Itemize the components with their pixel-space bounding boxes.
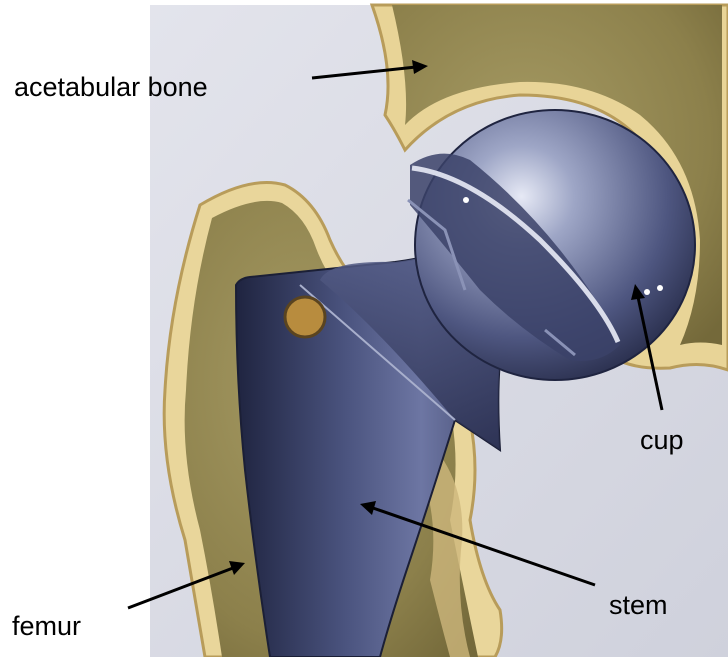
label-stem: stem: [609, 592, 668, 619]
label-cup: cup: [640, 427, 684, 454]
stem-hole: [285, 297, 325, 337]
label-femur: femur: [12, 613, 81, 640]
label-acetabular-bone: acetabular bone: [14, 74, 208, 101]
